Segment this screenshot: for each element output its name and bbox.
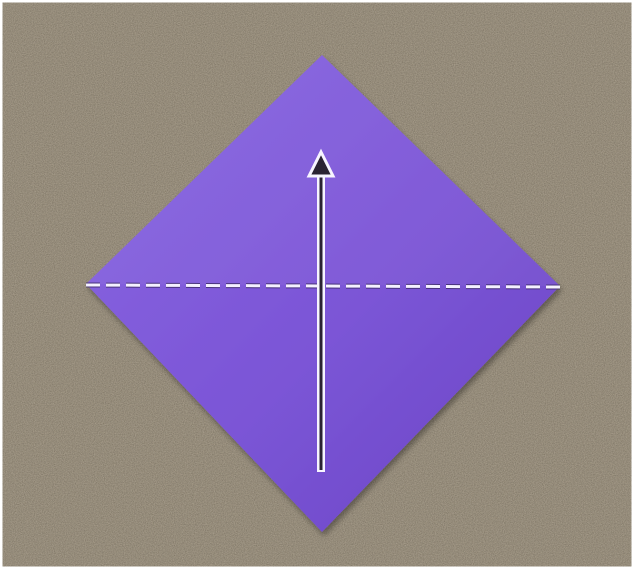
origami-step-image bbox=[0, 0, 634, 569]
photo-svg bbox=[0, 0, 634, 569]
